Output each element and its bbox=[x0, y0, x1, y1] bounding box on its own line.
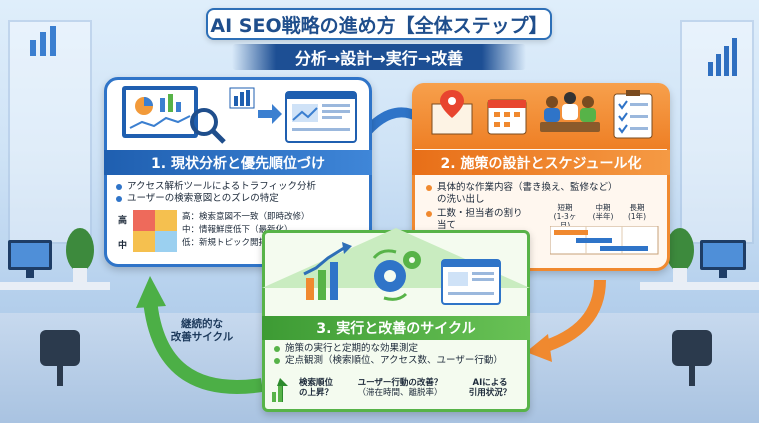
calendar-icon bbox=[487, 99, 527, 135]
desk-monitor-icon bbox=[8, 240, 52, 278]
step2-illustration bbox=[431, 90, 653, 139]
plant-icon bbox=[66, 228, 94, 282]
page-subtitle: 分析→設計→実行→改善 bbox=[294, 49, 464, 68]
map-pin-icon bbox=[431, 90, 473, 135]
bar-chart-icon bbox=[229, 87, 255, 109]
list-item: 具体的な作業内容（書き換え、監修など） bbox=[426, 182, 666, 194]
ranking-up-icon bbox=[272, 378, 288, 402]
office-chair-icon bbox=[40, 330, 80, 386]
plant-icon bbox=[666, 228, 694, 282]
office-chair-icon bbox=[672, 330, 712, 386]
list-item: 定点観測（検索順位、アクセス数、ユーザー行動） bbox=[274, 355, 526, 367]
title-banner: AI SEO戦略の進め方【全体ステップ】 bbox=[206, 8, 552, 40]
desk bbox=[640, 282, 759, 290]
step2-title: 2. 施策の設計とスケジュール化 bbox=[440, 155, 642, 172]
bullet-icon bbox=[426, 210, 432, 217]
metric-ranking: 検索順位 の上昇？ bbox=[298, 378, 333, 398]
step3-illustration bbox=[262, 228, 530, 305]
list-item-continuation: 当て bbox=[437, 220, 457, 231]
list-item-continuation: の洗い出し bbox=[437, 194, 485, 205]
office-window-left bbox=[8, 20, 92, 244]
list-item: ユーザーの検索意図とのズレの特定 bbox=[116, 193, 368, 205]
list-item: アクセス解析ツールによるトラフィック分析 bbox=[116, 181, 368, 193]
list-item: 低：新規トピック開拓（新設） bbox=[182, 238, 302, 248]
list-item: 施策の実行と定期的な効果測定 bbox=[274, 343, 526, 355]
metric-user-behavior: ユーザー行動の改善？ （滞在時間、離脱率） bbox=[357, 378, 443, 398]
list-item: 高：検索意図不一致（即時改修） bbox=[182, 212, 310, 222]
magnifier-icon bbox=[190, 108, 226, 144]
list-item: 中：情報鮮度低下（最新化） bbox=[182, 225, 293, 235]
bullet-icon bbox=[426, 184, 432, 191]
priority-legend: 高：検索意図不一致（即時改修） 中：情報鮮度低下（最新化） 低：新規トピック開拓… bbox=[182, 211, 362, 250]
webpage-icon bbox=[441, 259, 501, 305]
step2-bullets: 具体的な作業内容（書き換え、監修など） の洗い出し 工数・担当者の割り 当て bbox=[426, 182, 666, 232]
desk bbox=[0, 282, 110, 290]
step1-illustration bbox=[122, 86, 357, 144]
step1-header: 1. 現状分析と優先順位づけ bbox=[104, 150, 372, 175]
step2-header: 2. 施策の設計とスケジュール化 bbox=[412, 150, 670, 175]
list-item: 工数・担当者の割り bbox=[426, 208, 666, 220]
gear-icon bbox=[372, 249, 421, 301]
page-title: AI SEO戦略の進め方【全体ステップ】 bbox=[210, 14, 548, 37]
timeline-long-label: 長期 (1年) bbox=[627, 203, 647, 221]
decor-bar-chart-icon bbox=[708, 38, 737, 76]
step1-bullets: アクセス解析ツールによるトラフィック分析 ユーザーの検索意図とのズレの特定 bbox=[116, 181, 368, 205]
priority-matrix bbox=[133, 210, 177, 252]
gantt-chart-icon bbox=[550, 226, 659, 255]
step1-title: 1. 現状分析と優先順位づけ bbox=[151, 155, 325, 172]
decor-bar-chart-icon bbox=[30, 26, 56, 56]
priority-high-label: 高 bbox=[118, 216, 128, 226]
subtitle-band: 分析→設計→実行→改善 bbox=[232, 44, 526, 70]
bullet-icon bbox=[116, 183, 122, 190]
desk-monitor-icon bbox=[700, 240, 746, 278]
step3-title: 3. 実行と改善のサイクル bbox=[316, 321, 476, 337]
checklist-icon bbox=[613, 90, 653, 139]
team-meeting-icon bbox=[540, 92, 600, 132]
priority-mid-label: 中 bbox=[118, 241, 128, 251]
arrow-step3-to-step1-icon bbox=[136, 276, 264, 394]
analytics-dashboard-icon bbox=[122, 86, 198, 138]
arrow-right-icon bbox=[258, 104, 282, 124]
bullet-icon bbox=[274, 357, 280, 364]
bullet-icon bbox=[274, 345, 280, 352]
webpage-icon bbox=[285, 91, 357, 143]
timeline-mid-label: 中期 (半年) bbox=[592, 203, 614, 221]
step3-bullets: 施策の実行と定期的な効果測定 定点観測（検索順位、アクセス数、ユーザー行動） bbox=[274, 343, 526, 367]
metric-ai-citation: AIによる 引用状況？ bbox=[468, 378, 512, 398]
growth-chart-icon bbox=[303, 242, 352, 300]
step3-header: 3. 実行と改善のサイクル bbox=[262, 316, 530, 340]
continuous-improvement-label: 継続的な 改善サイクル bbox=[170, 318, 234, 343]
bullet-icon bbox=[116, 195, 122, 202]
arrow-step2-to-step3-icon bbox=[526, 279, 606, 362]
